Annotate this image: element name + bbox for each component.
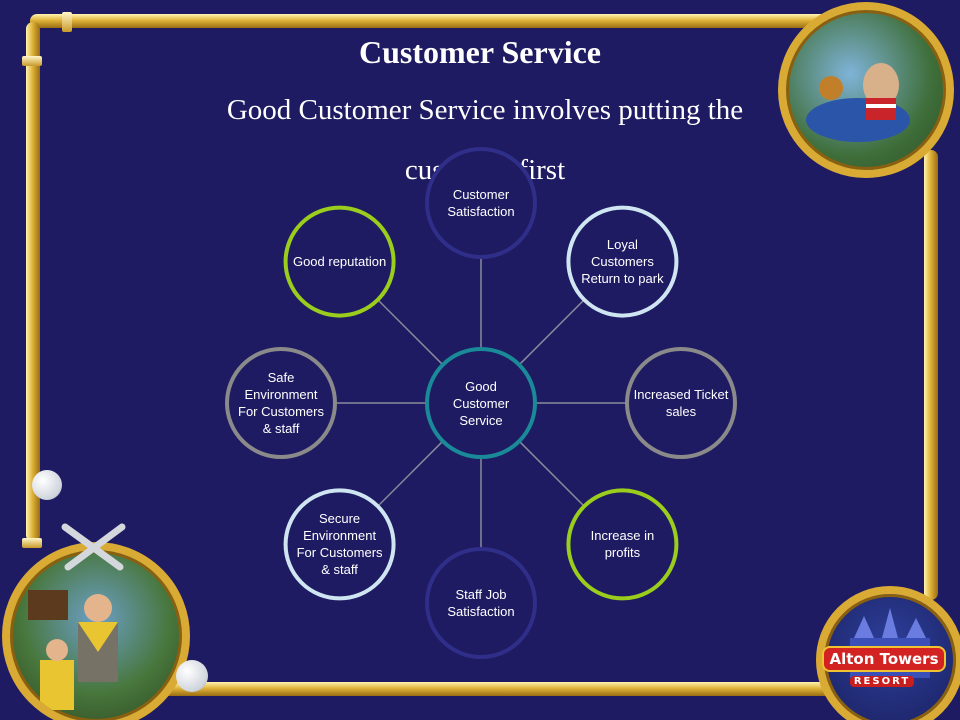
node-label-secure-environment: Secure Environment For Customers & staff <box>296 511 383 578</box>
center-circle <box>425 347 537 459</box>
node-label-safe-environment: Safe Environment For Customers & staff <box>238 370 324 436</box>
frame-joint <box>62 12 72 32</box>
frame-pipe-left <box>26 22 40 542</box>
node-label-staff-job-satisfaction: Staff Job Satisfaction <box>447 587 515 619</box>
center-label: Good Customer Service <box>452 378 510 428</box>
frame-joint <box>22 538 42 548</box>
node-label-increased-ticket-sales: Increased Ticket sales <box>633 387 729 419</box>
node-circle-safe-environment <box>225 347 337 459</box>
frame-pipe-top <box>30 14 860 28</box>
car-ride-image <box>806 63 910 142</box>
node-label-good-reputation: Good reputation <box>292 254 387 270</box>
node-circle-customer-satisfaction <box>425 147 537 259</box>
slide-title: Customer Service <box>359 34 601 70</box>
golf-mascot-image <box>28 590 118 710</box>
node-circle-good-reputation <box>283 205 396 318</box>
ride-photo-medallion <box>778 2 954 178</box>
frame-joint <box>22 56 42 66</box>
alton-towers-logo-tagline: RESORT <box>850 676 914 687</box>
node-circle-secure-environment <box>283 488 396 601</box>
frame-pipe-bottom <box>150 682 840 696</box>
node-label-customer-satisfaction: Customer Satisfaction <box>447 187 515 219</box>
connector-increase-in-profits <box>518 440 585 507</box>
connector-loyal-customers <box>518 299 585 366</box>
alton-towers-logo: Alton Towers <box>822 646 946 672</box>
golf-ball-icon <box>176 660 208 692</box>
node-circle-increased-ticket-sales <box>625 347 737 459</box>
node-circle-staff-job-satisfaction <box>425 547 537 659</box>
node-label-loyal-customers: Loyal Customers Return to park <box>581 237 664 287</box>
frame-pipe-right <box>924 150 938 600</box>
connector-secure-environment <box>377 440 444 507</box>
node-label-increase-in-profits: Increase in profits <box>590 528 655 561</box>
crossed-clubs-icon <box>61 523 126 571</box>
golf-ball-icon <box>32 470 62 500</box>
node-circle-increase-in-profits <box>566 488 679 601</box>
golf-photo-medallion <box>2 542 190 720</box>
node-circle-loyal-customers <box>566 205 679 318</box>
connector-good-reputation <box>377 299 444 366</box>
